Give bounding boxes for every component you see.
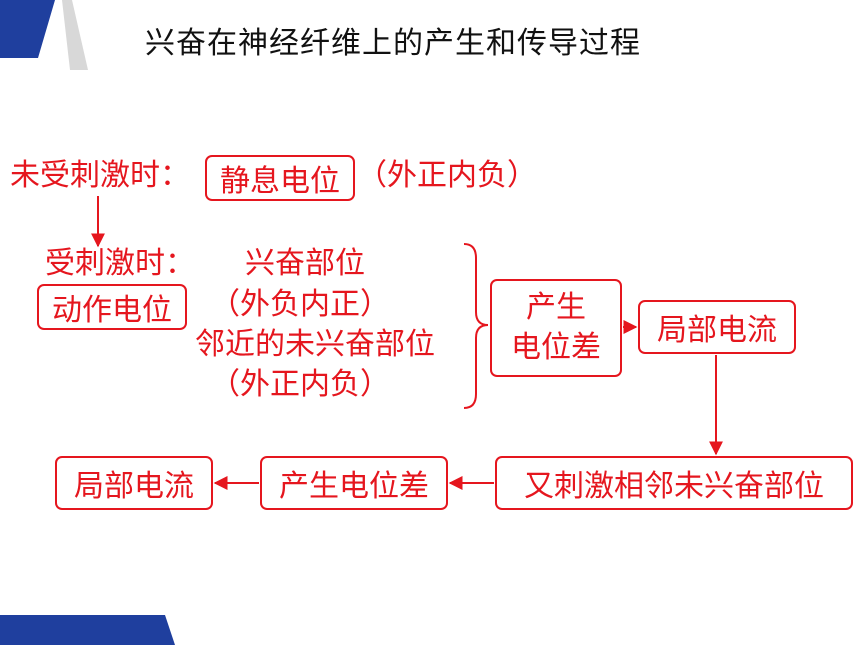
top-left-decoration — [0, 0, 88, 70]
stimulate-adjacent-text: 又刺激相邻未兴奋部位 — [524, 469, 824, 504]
local-current-box: 局部电流 — [638, 300, 796, 354]
rest-note: （外正内负） — [357, 158, 537, 193]
local-current-box-2: 局部电流 — [55, 456, 213, 510]
page-title: 兴奋在神经纤维上的产生和传导过程 — [145, 26, 641, 61]
stimulate-adjacent-box: 又刺激相邻未兴奋部位 — [495, 456, 853, 510]
adjacent-site-note: （外正内负） — [210, 367, 390, 402]
stimulated-label: 受刺激时： — [45, 246, 195, 281]
produce-potential-difference-text: 产生电位差 — [279, 469, 429, 504]
potential-difference-box: 产生 电位差 — [490, 279, 622, 377]
produce-potential-difference-box: 产生电位差 — [260, 456, 448, 510]
excited-site-text: 兴奋部位 — [245, 246, 365, 281]
grouping-brace — [463, 243, 489, 409]
local-current-text: 局部电流 — [657, 313, 777, 348]
excited-site-note: （外负内正） — [210, 287, 390, 322]
adjacent-site-text: 邻近的未兴奋部位 — [195, 327, 435, 362]
rest-label: 未受刺激时： — [10, 158, 190, 193]
action-potential-text: 动作电位 — [52, 293, 172, 328]
bottom-left-decoration — [0, 615, 175, 645]
resting-potential-box: 静息电位 — [205, 155, 355, 201]
potential-difference-line2: 电位差 — [511, 330, 601, 365]
potential-difference-line1: 产生 — [526, 290, 586, 325]
resting-potential-text: 静息电位 — [220, 164, 340, 199]
local-current-text-2: 局部电流 — [74, 469, 194, 504]
action-potential-box: 动作电位 — [37, 284, 187, 330]
